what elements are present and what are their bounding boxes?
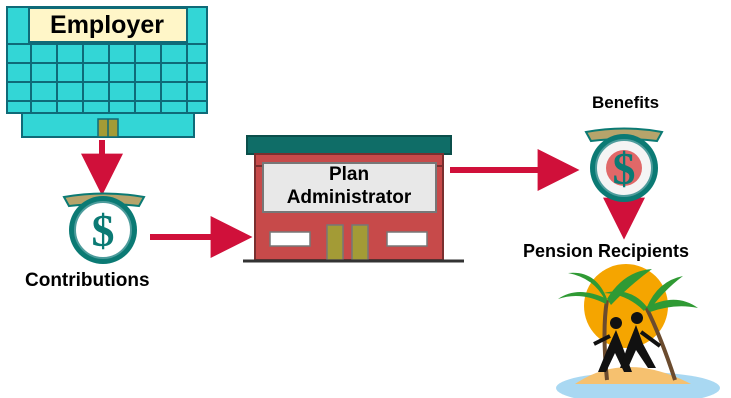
plan-label-line-1: Plan [328, 164, 370, 185]
contributions-label: Contributions [25, 270, 150, 291]
money-bag-icon: $ [584, 127, 664, 202]
dollar-sign-icon: $ [92, 205, 115, 256]
plan-administrator-label: Plan Administrator [262, 163, 436, 209]
storefront-building-icon [243, 135, 464, 263]
beach-couple-icon [556, 264, 720, 398]
pension-recipients-label: Pension Recipients [523, 241, 690, 261]
employer-building-icon [6, 6, 208, 138]
flow-arrows [81, 140, 645, 258]
money-bag-icon: $ [62, 192, 146, 264]
benefits-label: Benefits [592, 93, 660, 112]
dollar-sign-icon: $ [613, 143, 636, 194]
plan-label-line-2: Administrator [286, 187, 412, 208]
employer-label: Employer [50, 11, 164, 39]
